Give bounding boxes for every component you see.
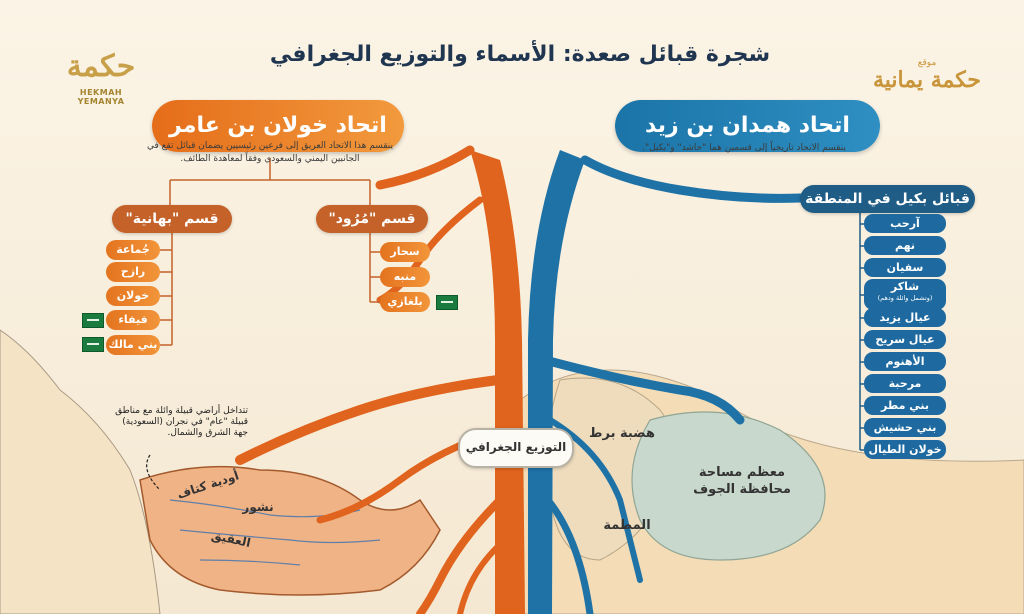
section-bakil: قبائل بكيل في المنطقة	[800, 185, 975, 213]
map-label-hadbat-bart: هضبة برط	[588, 426, 655, 441]
logo-big-text: حكمة يمانية	[872, 67, 982, 93]
tribe-item: آرحب	[864, 214, 946, 233]
tribe-item: فيفاء	[106, 310, 160, 330]
tribe-item: بني حشيش	[864, 418, 946, 437]
map-label-mitma: المطمة	[603, 518, 651, 533]
tribe-item: خولان الطيال	[864, 440, 946, 459]
orange-branch	[375, 145, 475, 190]
tribe-item: شاكر (وتشمل وائلة ودهم)	[864, 279, 946, 310]
tribe-item: مرحبة	[864, 374, 946, 393]
saudi-flag-icon	[82, 313, 104, 328]
section-bahaniya: قسم "بهانية"	[112, 205, 232, 233]
tribe-item-subtitle: (وتشمل وائلة ودهم)	[877, 294, 933, 302]
tribe-item: سحار	[380, 242, 430, 262]
connector	[369, 233, 380, 303]
geographic-distribution-label: التوزيع الجغرافي	[458, 428, 574, 468]
logo-hekmah-left: حكمة HEKMAH YEMANYA	[56, 46, 146, 116]
tribe-item-name: شاكر	[890, 280, 920, 293]
connector	[160, 233, 173, 346]
wadi-line	[199, 559, 301, 566]
logo-mark: حكمة	[66, 49, 136, 84]
tribe-item: عيال يزيد	[864, 308, 946, 327]
blue-root	[544, 496, 594, 614]
tribe-item: رازح	[106, 262, 160, 282]
coast-land	[0, 329, 161, 614]
section-marwad: قسم "مُرُود"	[316, 205, 428, 233]
tribe-item: نهم	[864, 236, 946, 255]
note-arrow	[146, 454, 161, 491]
tribe-item: بلغازي	[380, 292, 430, 312]
map-label-nashur: نشور	[242, 500, 274, 514]
tribe-item: بني مالك	[106, 335, 160, 355]
logo-small-text: موقع	[917, 58, 937, 68]
blue-root	[547, 417, 643, 583]
khawlan-union-description: ينقسم هذا الاتحاد العريق إلى فرعين رئيسي…	[146, 141, 394, 164]
tribe-item: منبه	[380, 267, 430, 287]
wadi-line	[179, 529, 381, 544]
logo-text: HEKMAH YEMANYA	[77, 88, 125, 106]
orange-root	[416, 496, 504, 614]
tribe-item: سفيان	[864, 258, 946, 277]
page-title: شجرة قبائل صعدة: الأسماء والتوزيع الجغرا…	[269, 42, 771, 67]
tribe-item: بني مطر	[864, 396, 946, 415]
tribe-item: جُماعة	[106, 240, 160, 260]
saudi-flag-icon	[436, 295, 458, 310]
region-khawlan-map	[139, 465, 441, 596]
orange-root	[457, 537, 508, 614]
blue-trunk	[528, 150, 585, 614]
tribe-item: خولان	[106, 286, 160, 306]
saudi-flag-icon	[82, 337, 104, 352]
hamdan-union-description: ينقسم الاتحاد تاريخياً إلى قسمين هما "حا…	[642, 143, 846, 153]
map-note: تتداخل أراضي قبيلة وائلة مع مناطق قبيلة …	[115, 406, 248, 438]
blue-branch	[580, 155, 805, 203]
map-label-jawf: معظم مساحة محافظة الجوف	[693, 465, 791, 497]
hamdan-union-title: اتحاد همدان بن زيد	[615, 100, 880, 152]
blue-root	[540, 355, 745, 425]
logo-hekmah-right: موقع حكمة يمانية	[872, 58, 982, 118]
orange-root	[235, 375, 503, 465]
tribe-item: عيال سريح	[864, 330, 946, 349]
tribe-item: الأهنوم	[864, 352, 946, 371]
connector	[169, 158, 371, 205]
khawlan-union-title: اتحاد خولان بن عامر	[152, 100, 404, 152]
connector	[859, 213, 864, 451]
region-jawf-map	[631, 411, 826, 561]
